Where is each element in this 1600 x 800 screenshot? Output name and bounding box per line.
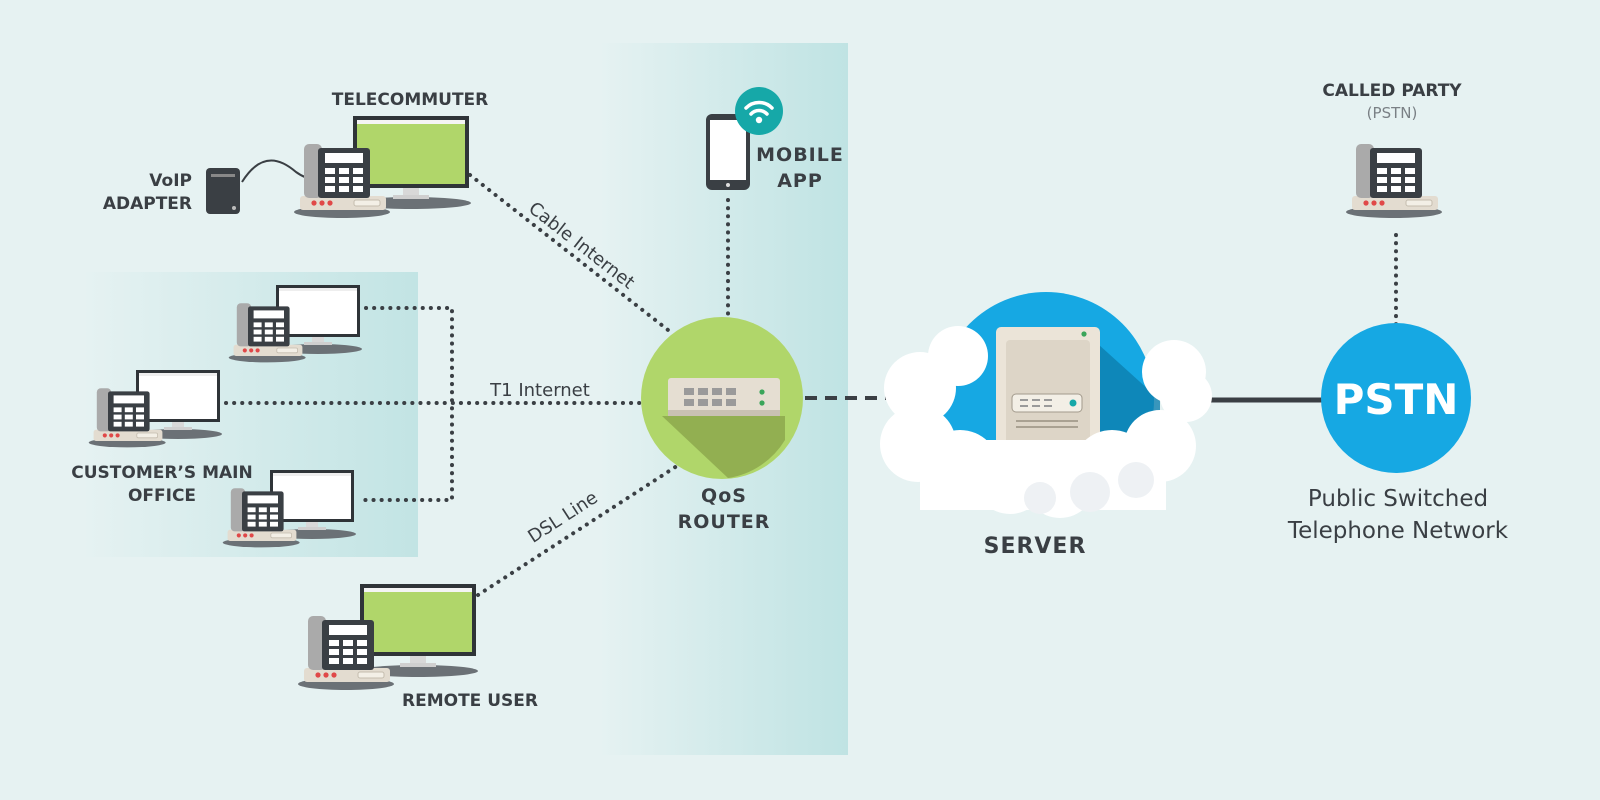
mobile-device (706, 87, 783, 190)
server-label: SERVER (984, 534, 1087, 559)
voip-adapter-label-2: ADAPTER (103, 194, 192, 214)
remote-user-workstation (297, 584, 478, 691)
connection-wires (224, 173, 1398, 597)
cable-internet-wire (468, 173, 670, 332)
router-icon (668, 378, 780, 416)
router-label-1: QoS (701, 485, 747, 507)
voip-adapter-icon (206, 168, 240, 214)
main-office-label-1: CUSTOMER’S MAIN (71, 463, 252, 483)
pstn-label: PSTN (1334, 375, 1459, 424)
voip-adapter-label-1: VoIP (149, 171, 192, 191)
dsl-line-wire (476, 462, 682, 597)
monitor-icon (358, 584, 478, 677)
router-label-2: ROUTER (678, 511, 771, 533)
remote-user-label: REMOTE USER (402, 691, 538, 711)
telecommuter-workstation (206, 116, 471, 219)
pstn-circle (1321, 323, 1471, 473)
server-cloud (880, 292, 1212, 518)
mobile-app-label-2: APP (777, 170, 823, 192)
main-office-label-2: OFFICE (128, 486, 196, 506)
pstn-description-2: Telephone Network (1287, 518, 1509, 544)
pstn-description-1: Public Switched (1308, 486, 1488, 512)
wifi-icon (735, 87, 783, 135)
office-trunk-wire (358, 306, 454, 502)
mobile-app-label-1: MOBILE (756, 144, 844, 166)
dsl-line-label: DSL Line (524, 487, 601, 547)
called-party-label: CALLED PARTY (1322, 81, 1462, 101)
called-party-sub-label: (PSTN) (1367, 104, 1418, 122)
qos-router (641, 317, 803, 479)
mobile-phone-icon (706, 114, 750, 190)
called-party-phone-icon (1345, 143, 1443, 219)
t1-internet-label: T1 Internet (489, 380, 590, 401)
telecommuter-label: TELECOMMUTER (332, 90, 489, 110)
